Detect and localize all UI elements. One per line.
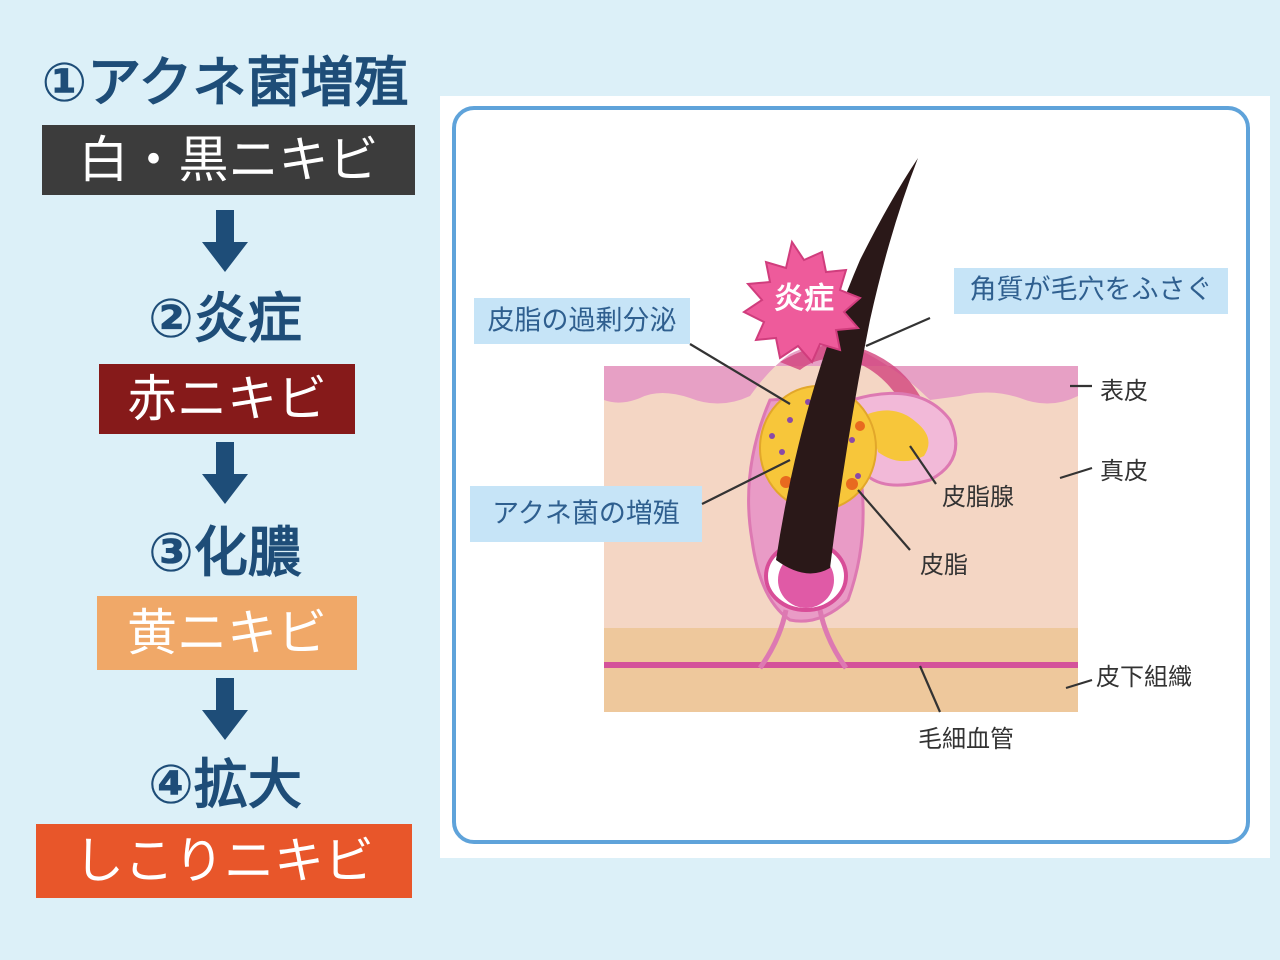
step-3-title: ③化膿 [148, 521, 302, 584]
tag-keratin-bg [954, 268, 1228, 314]
leader-capillary [918, 665, 942, 713]
subcutaneous-layer [604, 628, 1078, 712]
down-arrow-icon [202, 678, 248, 740]
step-1-badge: 白・黒ニキビ [42, 125, 415, 195]
down-arrow-icon [202, 210, 248, 272]
label-dermis: 真皮 [1100, 457, 1148, 485]
leader-keratin [865, 316, 931, 348]
inflammation-burst [742, 239, 862, 364]
hair-shaft [776, 158, 918, 574]
leader-dermis [1059, 466, 1093, 480]
leader-sebum [857, 489, 911, 551]
label-capillary: 毛細血管 [918, 725, 1014, 753]
follicle-root-left [757, 609, 789, 670]
leader-sebum-excess [689, 343, 791, 405]
gland-sebum [868, 410, 929, 462]
step-2-badge: 赤ニキビ [99, 364, 355, 434]
step-4-badge: しこりニキビ [36, 824, 412, 898]
leader-acne-bacteria [701, 459, 791, 505]
diagram-frame [452, 106, 1250, 844]
tag-acne-bacteria: アクネ菌の増殖 [492, 499, 680, 530]
epidermis-highlight [780, 345, 920, 400]
leader-sebaceous [909, 445, 937, 485]
step-1-title: ①アクネ菌増殖 [41, 51, 409, 114]
sebum-dots [780, 421, 865, 490]
follicle-root-right [817, 609, 849, 670]
label-subcutaneous: 皮下組織 [1096, 663, 1192, 691]
tag-sebum-excess-bg [474, 298, 690, 344]
step-4-title: ④拡大 [148, 753, 302, 816]
inflammation-burst-label: 炎症 [774, 282, 834, 317]
tag-keratin: 角質が毛穴をふさぐ [970, 275, 1213, 306]
tag-acne-bacteria-bg [470, 486, 702, 542]
tag-sebum-excess: 皮脂の過剰分泌 [488, 306, 677, 337]
step-3-badge: 黄ニキビ [97, 596, 357, 670]
label-sebaceous-gland: 皮脂腺 [942, 483, 1014, 511]
label-epidermis: 表皮 [1100, 377, 1148, 405]
epidermis-layer [604, 344, 1078, 404]
step-2-title: ②炎症 [148, 287, 302, 350]
down-arrow-icon [202, 442, 248, 504]
label-sebum: 皮脂 [920, 551, 968, 579]
leader-subcutaneous [1065, 678, 1093, 690]
